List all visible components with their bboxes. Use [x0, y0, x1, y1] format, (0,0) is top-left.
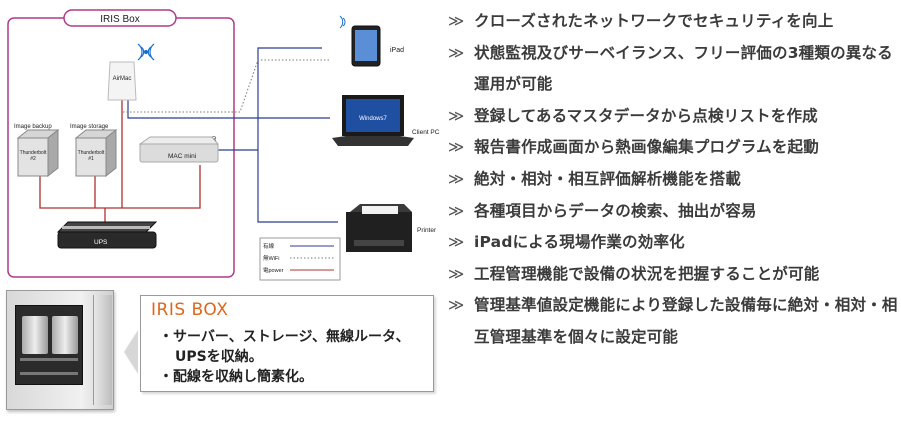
- mac-mini-server: SERVER MAC mini: [138, 136, 220, 163]
- ipad-device: iPad: [339, 15, 404, 67]
- airmac-label: AirMac: [113, 76, 132, 82]
- feature-item: ≫iPadによる現場作業の効率化: [448, 227, 898, 259]
- svg-text:#2: #2: [30, 156, 36, 162]
- client-pc-laptop: Windows7 Client PC: [332, 95, 440, 146]
- legend-wired: 有線: [263, 242, 275, 250]
- ipad-label: iPad: [390, 47, 404, 54]
- thunderbolt-1-label: Thunderbolt: [78, 150, 105, 156]
- iris-box-cabinet-image: [6, 290, 114, 410]
- chevron-right-icon: ≫: [448, 264, 465, 283]
- airmac-router: AirMac: [107, 43, 155, 101]
- cabinet-shelf: [20, 358, 78, 361]
- line-legend: 有線 無WiFi 電power: [259, 237, 341, 281]
- thunderbolt-drive-1: Image storage Thunderbolt #1: [70, 124, 118, 178]
- callout-arrow-icon: [124, 330, 138, 374]
- chevron-right-icon: ≫: [448, 296, 465, 315]
- wifi-line: [123, 59, 330, 113]
- ipad-wifi-icon: [339, 15, 346, 29]
- cabinet-interior: [15, 305, 83, 385]
- cabinet-door: [93, 295, 112, 405]
- iris-box-title-tab: [63, 9, 177, 27]
- ups-unit: UPS: [56, 221, 158, 249]
- chevron-right-icon: ≫: [448, 201, 465, 220]
- cabinet-drive: [52, 316, 78, 354]
- callout-title: IRIS BOX: [151, 300, 229, 320]
- callout-line: ・サーバー、ストレージ、無線ルータ、: [159, 329, 410, 345]
- thunderbolt-2-label: Thunderbolt: [20, 150, 47, 156]
- feature-item: ≫報告書作成画面から熱画像編集プログラムを起動: [448, 132, 898, 164]
- feature-item: ≫状態監視及びサーベイランス、フリー評価の3種類の異なる運用が可能: [448, 38, 898, 101]
- legend-power: 電power: [263, 267, 284, 274]
- cabinet-drive: [22, 316, 48, 354]
- chevron-right-icon: ≫: [448, 43, 465, 62]
- chevron-right-icon: ≫: [448, 12, 465, 30]
- printer-label: Printer: [417, 227, 437, 234]
- feature-item: ≫各種項目からデータの検索、抽出が容易: [448, 196, 898, 228]
- chevron-right-icon: ≫: [448, 233, 465, 252]
- feature-list: ≫クローズされたネットワークでセキュリティを向上 ≫状態監視及びサーベイランス、…: [448, 6, 898, 354]
- feature-item: ≫工程管理機能で設備の状況を把握することが可能: [448, 259, 898, 291]
- client-pc-label: Client PC: [412, 129, 440, 136]
- printer-device: Printer: [346, 204, 437, 252]
- feature-item: ≫登録してあるマスタデータから点検リストを作成: [448, 101, 898, 133]
- network-diagram: IRIS Box AirMac Image backup Thunderbolt…: [7, 9, 440, 281]
- chevron-right-icon: ≫: [448, 106, 465, 125]
- iris-box-callout: IRIS BOX ・サーバー、ストレージ、無線ルータ、 UPSを収納。 ・配線を…: [140, 295, 434, 392]
- feature-item: ≫管理基準値設定機能により登録した設備毎に絶対・相対・相互管理基準を個々に設定可…: [448, 290, 898, 353]
- mac-mini-label: MAC mini: [168, 153, 196, 160]
- callout-line: UPSを収納。: [175, 349, 263, 365]
- cabinet-shelf: [20, 372, 78, 375]
- image-backup-label: Image backup: [14, 124, 52, 130]
- chevron-right-icon: ≫: [448, 169, 465, 188]
- ups-label: UPS: [94, 239, 108, 246]
- svg-text:#1: #1: [88, 156, 94, 162]
- feature-item: ≫クローズされたネットワークでセキュリティを向上: [448, 6, 898, 38]
- iris-box-title: IRIS Box: [100, 14, 139, 25]
- wifi-signal-icon: [137, 43, 155, 61]
- feature-item: ≫絶対・相対・相互評価解析機能を搭載: [448, 164, 898, 196]
- thunderbolt-drive-2: Image backup Thunderbolt #2: [14, 124, 60, 178]
- chevron-right-icon: ≫: [448, 138, 465, 157]
- windows7-label: Windows7: [359, 116, 387, 122]
- image-storage-label: Image storage: [70, 124, 109, 130]
- callout-line: ・配線を収納し簡素化。: [159, 369, 313, 385]
- legend-wifi: 無WiFi: [263, 254, 280, 262]
